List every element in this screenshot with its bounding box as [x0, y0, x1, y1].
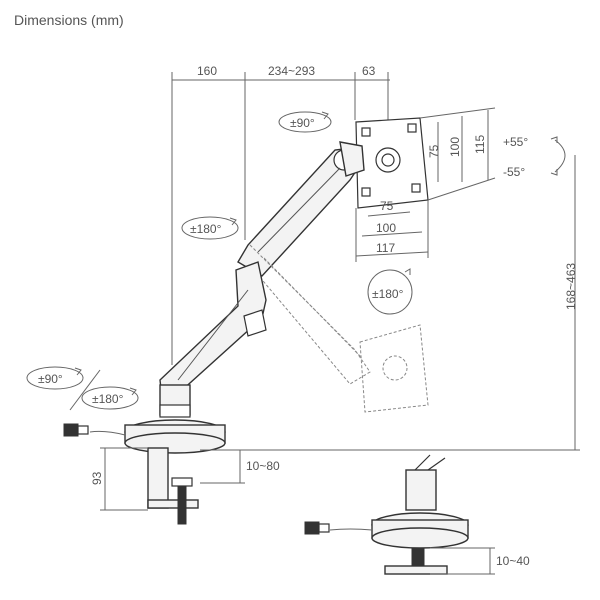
clamp-height-label: 93 [90, 471, 104, 485]
clamp-height-dimension [100, 447, 148, 511]
rotate-180-left-label: ±180° [190, 222, 222, 236]
grommet-range-dimension [430, 547, 495, 575]
height-range-dimension [232, 155, 580, 451]
clamp-range-dimension [200, 449, 245, 484]
rotate-180-right-label: ±180° [372, 287, 404, 301]
rotate-90-top-label: ±90° [290, 116, 315, 130]
tilt-down-label: -55° [503, 165, 525, 179]
lower-arm [159, 261, 267, 399]
diagram-title: Dimensions (mm) [14, 12, 124, 28]
ghost-arm [249, 244, 429, 413]
plate-v75-label: 75 [427, 144, 441, 158]
plate-vertical-dimensions [419, 107, 496, 201]
dim-234-293-label: 234~293 [268, 64, 315, 78]
clamp-range-label: 10~80 [246, 459, 280, 473]
vesa-plate [355, 117, 429, 209]
rotate-90-top-icon [278, 111, 332, 133]
top-dimension-lines [171, 72, 390, 365]
grommet-range-label: 10~40 [496, 554, 530, 568]
tilt-up-label: +55° [503, 135, 528, 149]
plate-h117-label: 117 [376, 241, 395, 255]
upper-arm [237, 141, 365, 277]
dim-63-label: 63 [362, 64, 376, 78]
dim-160-label: 160 [197, 64, 217, 78]
mount-base [124, 384, 226, 454]
plate-horizontal-dimensions [355, 200, 429, 262]
plate-v115-label: 115 [473, 135, 487, 154]
rotate-base-icons [26, 366, 139, 411]
plate-h100-label: 100 [376, 221, 396, 235]
rotate-90-base-label: ±90° [38, 372, 63, 386]
rotate-180-right-icon [367, 268, 413, 315]
height-range-label: 168~463 [564, 263, 578, 310]
rotate-180-left-icon [181, 216, 239, 240]
plate-h75-label: 75 [380, 199, 394, 213]
rotate-180-base-label: ±180° [92, 392, 124, 406]
desk-clamp [147, 447, 199, 525]
usb-cable [63, 423, 126, 437]
tilt-arrow-icon [550, 136, 566, 176]
plate-v100-label: 100 [448, 137, 462, 157]
grommet-mount [304, 454, 469, 575]
